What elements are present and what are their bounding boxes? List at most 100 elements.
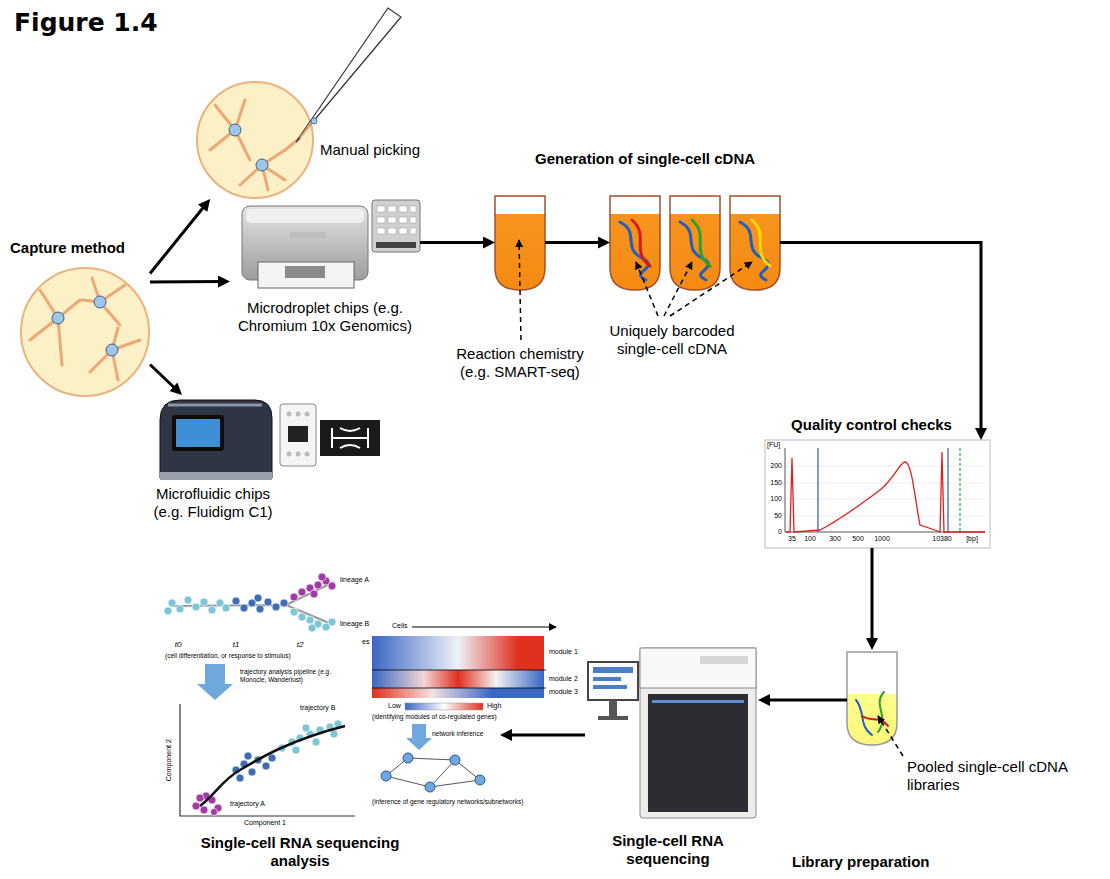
bioanalyzer-trace <box>765 440 990 548</box>
analysis-illustration <box>208 606 216 614</box>
microdroplet-instrument <box>388 206 396 212</box>
analysis-illustration <box>406 724 432 750</box>
flow-arrow <box>420 241 487 244</box>
analysis-illustration <box>256 605 264 613</box>
flow-arrow <box>150 280 222 283</box>
analysis-illustration <box>164 596 336 632</box>
axis-tick: 1000 <box>874 535 890 543</box>
analysis-illustration <box>200 726 345 806</box>
lineage-label: lineage B <box>340 620 369 628</box>
axis-title: es <box>362 638 369 646</box>
barcoded-tubes: Uniquely barcoded single-cell cDNA <box>610 195 780 290</box>
picking-dish <box>197 82 313 198</box>
leader-arrow <box>664 262 692 316</box>
analysis-illustration <box>254 594 262 602</box>
microdroplet-instrument <box>388 228 396 234</box>
flow-arrow <box>508 733 585 736</box>
picking-dish <box>300 122 312 138</box>
panel-note: trajectory analysis pipeline (e.g. Monoc… <box>240 668 345 684</box>
analysis-illustration <box>298 588 306 596</box>
analysis-illustration <box>262 762 270 770</box>
analysis-illustration <box>264 598 272 606</box>
barcoded-tubes <box>610 196 660 290</box>
library-tube <box>847 652 897 745</box>
leader-arrow <box>670 262 752 316</box>
stage-caption: Microdroplet chips (e.g. Chromium 10x Ge… <box>220 299 430 335</box>
stage-caption: Reaction chemistry (e.g. SMART-seq) <box>445 345 595 381</box>
axis-tick: 100 <box>770 495 782 503</box>
picking-dish <box>210 100 250 160</box>
analysis-illustration <box>425 782 435 792</box>
bioanalyzer-trace <box>785 466 985 516</box>
analysis-illustration <box>232 594 288 613</box>
analysis-illustration <box>314 581 322 589</box>
analysis-illustration <box>200 806 208 814</box>
stage-caption: Single-cell RNA sequencing <box>593 832 743 868</box>
microdroplet-instrument <box>410 217 416 223</box>
cell-culture-dish <box>106 344 118 356</box>
microdroplet-instrument: Microdroplet chips (e.g. Chromium 10x Ge… <box>230 195 420 290</box>
analysis-illustration <box>372 670 544 688</box>
analysis-illustration <box>170 582 334 625</box>
flow-arrow <box>871 548 874 642</box>
microfluidic-instrument <box>332 428 368 448</box>
barcoded-tubes <box>632 220 650 266</box>
barcoded-tubes <box>620 220 770 280</box>
analysis-panel: Single-cell RNA sequencing analysis <box>155 570 500 828</box>
axis-tick: 10380 <box>932 535 951 543</box>
axis-title: Cells <box>392 622 408 630</box>
analysis-illustration <box>280 599 288 607</box>
sequencer-illustration <box>700 656 748 664</box>
microdroplet-instrument <box>377 206 385 212</box>
stage-caption: Quality control checks <box>759 416 984 434</box>
panel-note: network inference <box>432 730 483 738</box>
axis-tick: 0 <box>778 528 782 536</box>
microdroplet-instrument <box>242 200 420 288</box>
sequencer-illustration <box>648 694 748 812</box>
microfluidic-instrument <box>168 404 262 407</box>
analysis-illustration <box>192 802 200 810</box>
cell-culture-dish <box>30 290 80 365</box>
cell-culture-dish <box>90 328 140 380</box>
stage-caption: Manual picking <box>320 141 420 159</box>
barcoded-tubes <box>620 222 649 280</box>
axis-tick: 35 <box>788 535 796 543</box>
flow-arrow <box>150 365 176 390</box>
picking-dish <box>296 8 401 142</box>
flow-arrow <box>545 241 602 244</box>
analysis-illustration <box>180 704 355 816</box>
analysis-illustration <box>232 752 276 782</box>
sequencer-illustration <box>652 700 744 703</box>
analysis-illustration <box>244 752 252 760</box>
cell-culture-dish <box>30 278 140 380</box>
barcoded-tubes <box>740 222 769 280</box>
microfluidic-instrument <box>287 412 310 457</box>
analysis-illustration <box>312 738 320 746</box>
microdroplet-instrument <box>258 262 354 288</box>
analysis-illustration <box>310 590 318 598</box>
cell-culture-dish <box>94 296 106 308</box>
microfluidic-instrument <box>160 400 272 478</box>
analysis-illustration <box>372 670 546 688</box>
axis-tick: 50 <box>774 512 782 520</box>
axis-unit: [bp] <box>966 535 978 543</box>
barcoded-tubes <box>752 220 770 266</box>
axis-title: Component 2 <box>165 739 173 781</box>
panel-note: (cell differentiation, or response to st… <box>165 652 291 660</box>
flow-arrow <box>150 205 205 273</box>
picking-dish: Manual picking <box>196 81 314 199</box>
analysis-illustration <box>318 573 326 581</box>
analysis-illustration <box>164 607 172 615</box>
sequencer-illustration <box>640 648 756 688</box>
microdroplet-instrument <box>410 228 416 234</box>
axis-tick: 500 <box>852 535 864 543</box>
microfluidic-instrument: Microfluidic chips (e.g. Fluidigm C1) <box>155 395 380 480</box>
leader-arrow <box>519 240 903 756</box>
stage-heading: Generation of single-cell cDNA <box>535 150 755 168</box>
scale-label: Low <box>388 702 401 710</box>
stage-caption: Uniquely barcoded single-cell cDNA <box>602 322 742 358</box>
analysis-illustration <box>272 603 280 611</box>
picking-dish <box>229 124 241 136</box>
cell-culture-dish <box>21 268 149 396</box>
time-label: t1 <box>233 640 240 650</box>
